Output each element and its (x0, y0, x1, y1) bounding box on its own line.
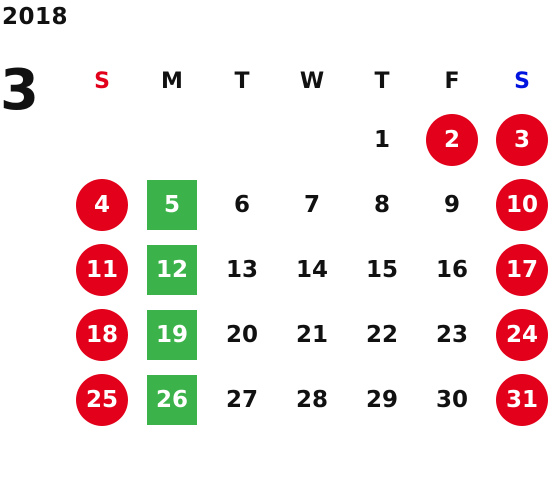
day-cell[interactable]: 25 (67, 367, 137, 432)
day-cell[interactable]: 27 (207, 367, 277, 432)
day-number[interactable]: 20 (225, 321, 258, 348)
day-cell[interactable]: 14 (277, 237, 347, 302)
day-number[interactable]: 9 (443, 191, 460, 218)
calendar-week-row: 18 19 20 21 22 23 24 (67, 302, 548, 367)
weekday-label: F (444, 68, 460, 94)
day-cell[interactable]: 1 (347, 107, 417, 172)
day-cell[interactable]: 17 (487, 237, 548, 302)
holiday-day-circle[interactable]: 2 (426, 113, 478, 166)
day-cell[interactable]: 28 (277, 367, 347, 432)
marked-day-square[interactable]: 12 (147, 244, 197, 295)
weekday-label: S (514, 68, 530, 94)
day-cell[interactable]: 15 (347, 237, 417, 302)
holiday-day-circle[interactable]: 18 (76, 308, 128, 361)
day-number[interactable]: 30 (435, 386, 468, 413)
day-cell[interactable]: 3 (487, 107, 548, 172)
day-cell (277, 107, 347, 172)
day-number[interactable]: 6 (233, 191, 250, 218)
day-cell[interactable]: 23 (417, 302, 487, 367)
day-cell[interactable]: 22 (347, 302, 417, 367)
holiday-day-circle[interactable]: 17 (496, 243, 548, 296)
holiday-day-circle[interactable]: 4 (76, 178, 128, 231)
marked-day-square[interactable]: 26 (147, 374, 197, 425)
holiday-day-circle[interactable]: 11 (76, 243, 128, 296)
day-cell (67, 107, 137, 172)
day-number[interactable]: 8 (373, 191, 390, 218)
day-number[interactable]: 27 (225, 386, 258, 413)
day-number[interactable]: 13 (225, 256, 258, 283)
day-number[interactable]: 15 (365, 256, 398, 283)
day-cell[interactable]: 29 (347, 367, 417, 432)
day-cell[interactable]: 4 (67, 172, 137, 237)
day-cell[interactable]: 31 (487, 367, 548, 432)
holiday-day-circle[interactable]: 3 (496, 113, 548, 166)
weekday-label: M (161, 68, 183, 94)
weekday-label: W (299, 68, 325, 94)
day-cell[interactable]: 18 (67, 302, 137, 367)
calendar-week-row: 25 26 27 28 29 30 31 (67, 367, 548, 432)
day-cell[interactable]: 9 (417, 172, 487, 237)
day-cell (207, 107, 277, 172)
day-cell[interactable]: 13 (207, 237, 277, 302)
day-cell[interactable]: 6 (207, 172, 277, 237)
weekday-label: T (374, 68, 390, 94)
day-cell (137, 107, 207, 172)
calendar-month: 3 (0, 58, 39, 123)
holiday-day-circle[interactable]: 25 (76, 373, 128, 426)
day-number[interactable]: 1 (373, 126, 390, 153)
day-cell[interactable]: 20 (207, 302, 277, 367)
marked-day-square[interactable]: 19 (147, 309, 197, 360)
day-number[interactable]: 14 (295, 256, 328, 283)
day-cell[interactable]: 24 (487, 302, 548, 367)
day-cell[interactable]: 10 (487, 172, 548, 237)
holiday-day-circle[interactable]: 31 (496, 373, 548, 426)
day-number[interactable]: 23 (435, 321, 468, 348)
day-cell[interactable]: 2 (417, 107, 487, 172)
day-cell[interactable]: 5 (137, 172, 207, 237)
day-number[interactable]: 16 (435, 256, 468, 283)
day-cell[interactable]: 26 (137, 367, 207, 432)
day-cell[interactable]: 8 (347, 172, 417, 237)
weekday-label: S (94, 68, 110, 94)
calendar-week-row: 11 12 13 14 15 16 17 (67, 237, 548, 302)
holiday-day-circle[interactable]: 10 (496, 178, 548, 231)
marked-day-square[interactable]: 5 (147, 179, 197, 230)
day-number[interactable]: 29 (365, 386, 398, 413)
weekday-label: T (234, 68, 250, 94)
calendar-year: 2018 (2, 4, 69, 30)
day-cell[interactable]: 16 (417, 237, 487, 302)
day-number[interactable]: 7 (303, 191, 320, 218)
holiday-day-circle[interactable]: 24 (496, 308, 548, 361)
day-cell[interactable]: 21 (277, 302, 347, 367)
day-cell[interactable]: 7 (277, 172, 347, 237)
day-cell[interactable]: 19 (137, 302, 207, 367)
day-number[interactable]: 22 (365, 321, 398, 348)
day-cell[interactable]: 30 (417, 367, 487, 432)
day-cell[interactable]: 12 (137, 237, 207, 302)
day-cell[interactable]: 11 (67, 237, 137, 302)
day-number[interactable]: 21 (295, 321, 328, 348)
day-number[interactable]: 28 (295, 386, 328, 413)
